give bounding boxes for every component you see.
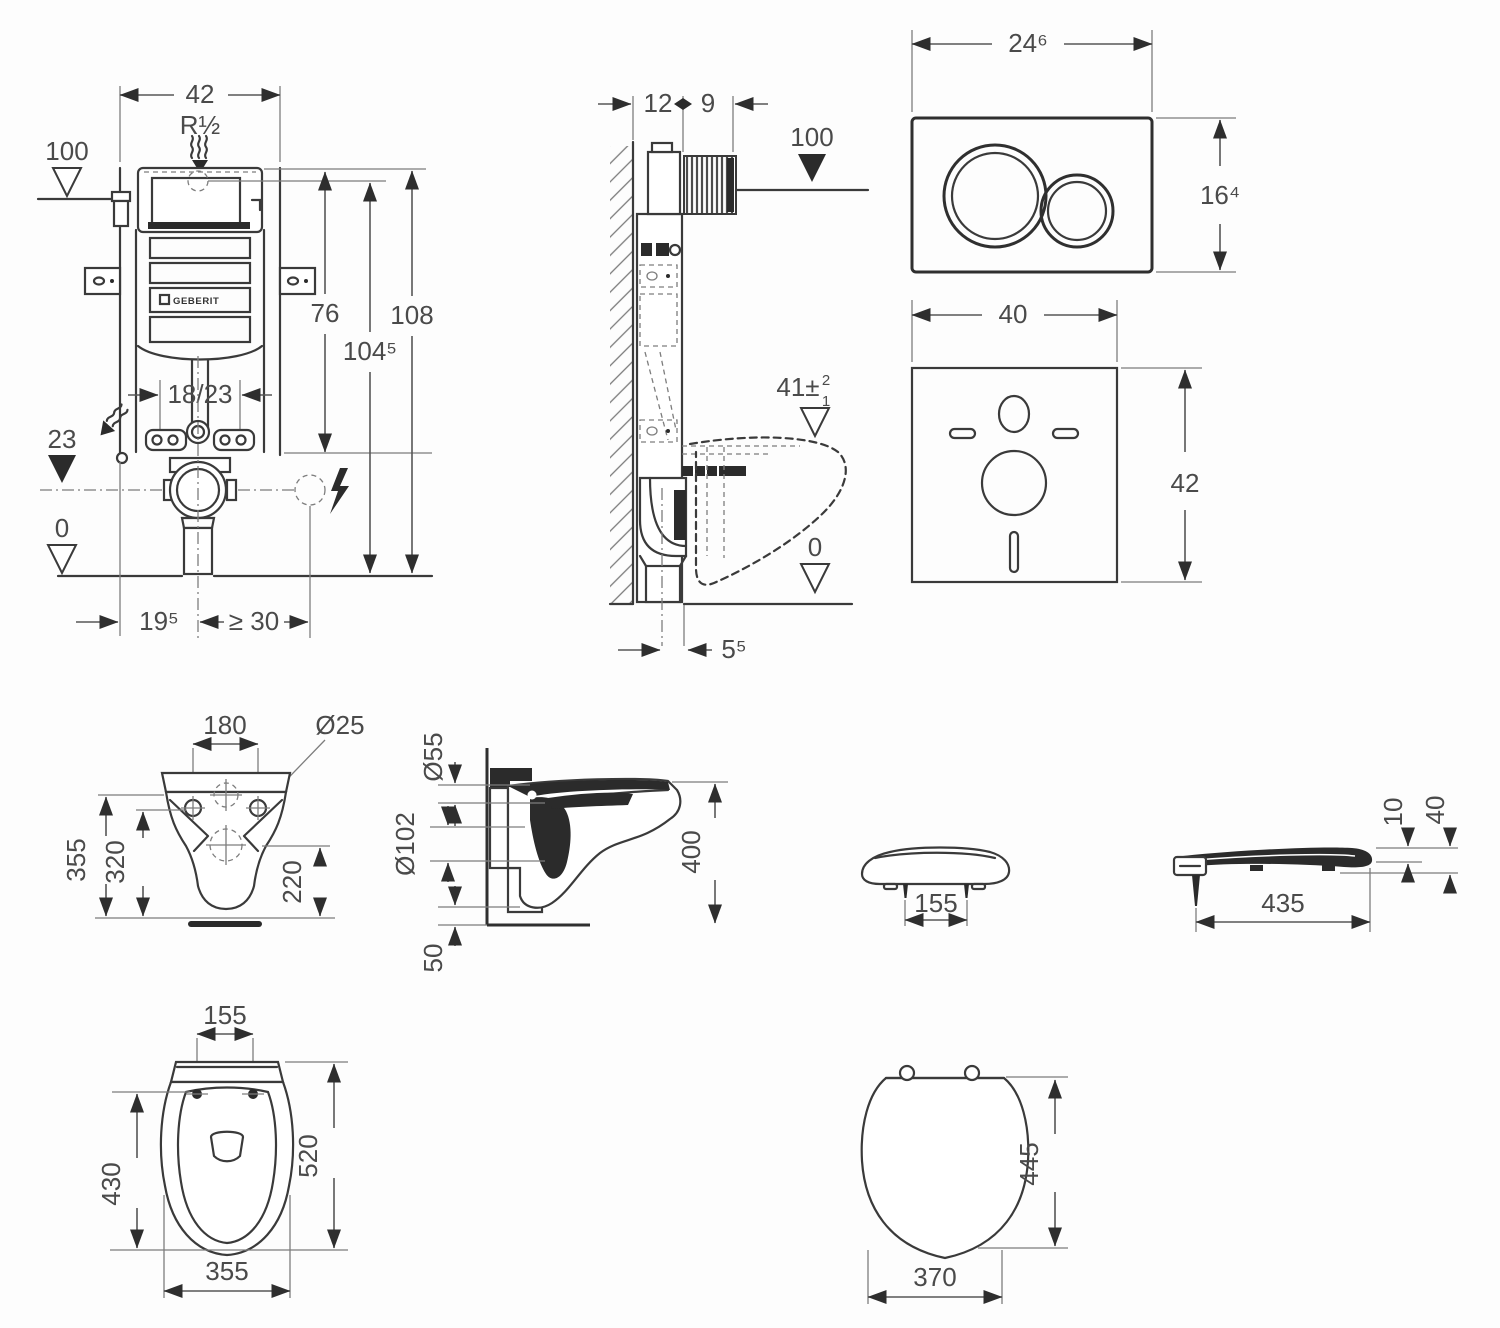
level-mark-100: 100 xyxy=(36,136,120,201)
height-total-label: 108 xyxy=(390,300,433,330)
seat-front-view: 155 xyxy=(860,846,1011,927)
seat-level-label: 41± xyxy=(776,372,819,402)
dim-19-5: 19⁵ xyxy=(76,606,179,636)
insulation-mat-view: 40 42 xyxy=(910,299,1202,584)
bowl-length-label: 520 xyxy=(293,1134,323,1177)
mat-height-label: 42 xyxy=(1171,468,1200,498)
level-0-label: 0 xyxy=(55,513,69,543)
outlet-offset-label: 5⁵ xyxy=(721,634,746,664)
height-holes-label: 320 xyxy=(100,840,130,883)
fixing-spacing-label: 18/23 xyxy=(167,379,232,409)
level-23-label: 23 xyxy=(48,424,77,454)
hinge-spacing-label: 155 xyxy=(914,888,957,918)
outlet-dia-label: Ø102 xyxy=(390,812,420,876)
seat-side-view: 10 40 435 xyxy=(1172,796,1458,932)
dim-104-5: 104⁵ xyxy=(343,182,397,574)
inlet-thread-label: R½ xyxy=(180,110,220,140)
drain-elbow-side xyxy=(638,476,688,604)
frame-width-label: 42 xyxy=(186,79,215,109)
seat-length-label: 435 xyxy=(1261,888,1304,918)
mat-cutouts xyxy=(948,394,1080,574)
power-connection-icon xyxy=(294,468,349,514)
bowl-top-view: 155 430 520 355 xyxy=(96,1000,348,1298)
water-inlet-icon xyxy=(190,134,208,173)
wall-hatching xyxy=(610,146,633,604)
seat-height-label: 40 xyxy=(1420,796,1450,825)
offset-left-label: 19⁵ xyxy=(139,606,179,636)
height-frame-label: 76 xyxy=(311,298,340,328)
offset-power-label: ≥ 30 xyxy=(229,606,279,636)
height-flush-label: 104⁵ xyxy=(343,336,397,366)
dim-76: 76 xyxy=(284,171,432,454)
bowl-depth-label: 400 xyxy=(676,830,706,873)
plate-height-label: 16⁴ xyxy=(1200,180,1240,210)
seat-top-length-label: 445 xyxy=(1014,1142,1044,1185)
seat-level-plus-label: 2 xyxy=(822,372,830,389)
drain-elbow xyxy=(162,456,238,576)
height-outlet-label: 220 xyxy=(277,860,307,903)
flush-inlet-icon xyxy=(100,403,129,436)
cistern-side-view: 12 9 100 xyxy=(598,88,870,664)
wall-bracket-left xyxy=(83,266,122,296)
depth-frame-label: 12 xyxy=(644,88,673,118)
clearance-label: 50 xyxy=(418,944,448,973)
brand-logo: GEBERIT xyxy=(173,296,219,307)
bowl-rear-holes xyxy=(181,779,270,865)
mounting-rod xyxy=(682,466,746,476)
bolt-spacing-label: 180 xyxy=(203,710,246,740)
dim-5-5: 5⁵ xyxy=(618,634,747,664)
flush-plate-view: 24⁶ 16⁴ xyxy=(910,28,1240,274)
mat-width-label: 40 xyxy=(999,299,1028,329)
flush-buttons xyxy=(942,143,1115,249)
wall-bracket-right xyxy=(278,266,317,296)
side-level-0-label: 0 xyxy=(808,532,822,562)
depth-cistern-label: 9 xyxy=(701,88,715,118)
cistern-front-view: 42 R½ 100 xyxy=(36,79,434,642)
seat-thickness-label: 10 xyxy=(1378,798,1408,827)
bowl-width-label: 355 xyxy=(205,1256,248,1286)
bolt-dia-label: Ø25 xyxy=(315,710,364,740)
seat-height-mark: 41± 2 1 xyxy=(776,372,831,439)
seat-level-minus-label: 1 xyxy=(822,393,830,410)
plate-width-label: 24⁶ xyxy=(1008,28,1048,58)
floor-bar xyxy=(188,921,262,927)
side-level-100-label: 100 xyxy=(790,122,833,152)
cistern-internals xyxy=(639,243,800,455)
seat-top-view: 445 370 xyxy=(860,1064,1068,1304)
bowl-side-view: Ø55 Ø102 50 400 xyxy=(390,732,728,972)
dim-min-30: ≥ 30 xyxy=(199,606,309,636)
height-rim-label: 355 xyxy=(61,838,91,881)
inner-length-label: 430 xyxy=(96,1162,126,1205)
seat-top-width-label: 370 xyxy=(913,1262,956,1292)
wc-pan-outline-dashed xyxy=(688,436,847,586)
dim-108: 108 xyxy=(390,170,434,574)
bowl-rear-view: 180 Ø25 355 xyxy=(61,710,365,927)
top-bolt-spacing-label: 155 xyxy=(203,1000,246,1030)
level-100-label: 100 xyxy=(45,136,88,166)
flush-dia-label: Ø55 xyxy=(418,732,448,781)
fixing-hardware xyxy=(115,419,256,465)
